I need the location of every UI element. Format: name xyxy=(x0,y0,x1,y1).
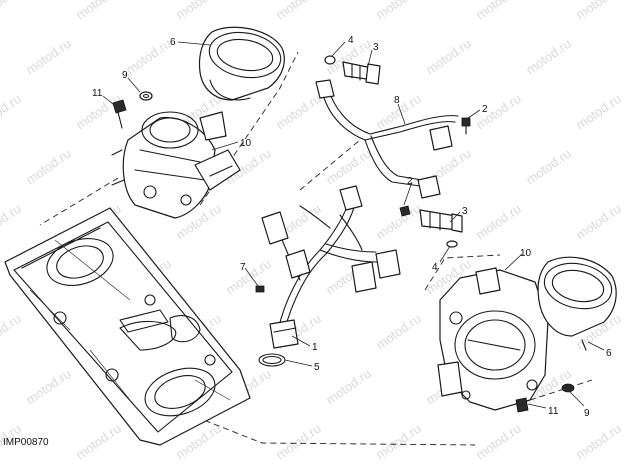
callout-2: 2 xyxy=(407,176,413,187)
callout-9: 9 xyxy=(584,408,590,419)
callout-9: 9 xyxy=(122,70,128,81)
callout-leader-lines xyxy=(102,41,605,409)
watermark: motod.ru xyxy=(73,0,124,22)
watermark: motod.ru xyxy=(223,256,274,298)
callout-4: 4 xyxy=(348,35,354,46)
wiring-harness xyxy=(261,185,401,349)
watermark: motod.ru xyxy=(573,201,624,243)
callout-3: 3 xyxy=(462,206,468,217)
watermark: motod.ru xyxy=(23,36,74,78)
watermark: motod.ru xyxy=(473,421,524,463)
injector-upper xyxy=(324,55,381,85)
watermark: motod.ru xyxy=(473,0,524,22)
watermark: motod.ru xyxy=(573,421,624,463)
watermark: motod.ru xyxy=(0,91,24,133)
watermark: motod.ru xyxy=(0,311,24,353)
callout-11: 11 xyxy=(92,88,103,99)
watermark: motod.ru xyxy=(23,146,74,188)
callout-7: 7 xyxy=(240,262,246,273)
watermark: motod.ru xyxy=(273,0,324,22)
washer-left xyxy=(139,91,153,101)
watermark: motod.ru xyxy=(373,421,424,463)
screw-small xyxy=(255,285,265,293)
callout-1: 1 xyxy=(312,342,318,353)
screw-upper xyxy=(461,117,471,135)
intake-funnel-left xyxy=(198,26,285,101)
watermark: motod.ru xyxy=(423,36,474,78)
callout-6: 6 xyxy=(606,348,612,359)
watermark: motod.ru xyxy=(373,0,424,22)
callout-5: 5 xyxy=(314,362,320,373)
screw-middle xyxy=(399,205,411,217)
cylinder-head-manifold xyxy=(4,207,251,446)
callout-2: 2 xyxy=(482,104,488,115)
watermark: motod.ru xyxy=(373,311,424,353)
callout-10: 10 xyxy=(240,138,252,149)
watermark: motod.ru xyxy=(323,146,374,188)
watermark: motod.ru xyxy=(0,201,24,243)
watermark: motod.ru xyxy=(473,91,524,133)
bolt-left xyxy=(112,99,127,129)
watermark: motod.ru xyxy=(473,201,524,243)
fuel-line-harness xyxy=(315,79,459,199)
watermark: motod.ru xyxy=(23,366,74,408)
watermark: motod.ru xyxy=(573,91,624,133)
watermark: motod.ru xyxy=(373,201,424,243)
callout-6: 6 xyxy=(170,37,176,48)
o-ring xyxy=(258,353,286,367)
callout-11: 11 xyxy=(548,406,559,417)
washer-right xyxy=(561,383,575,393)
watermark: motod.ru xyxy=(523,146,574,188)
throttle-body-left xyxy=(111,111,241,219)
watermark: motod.ru xyxy=(523,36,574,78)
callout-4: 4 xyxy=(432,262,438,273)
watermark: motod.ru xyxy=(73,421,124,463)
intake-funnel-right xyxy=(537,256,617,351)
watermark: motod.ru xyxy=(573,0,624,22)
watermark: motod.ru xyxy=(0,0,24,22)
injector-lower xyxy=(419,209,463,248)
assembly-guide-lines xyxy=(39,51,593,446)
watermark: motod.ru xyxy=(273,421,324,463)
watermark: motod.ru xyxy=(323,366,374,408)
watermark: motod.ru xyxy=(273,91,324,133)
callout-8: 8 xyxy=(394,95,400,106)
watermark: motod.ru xyxy=(173,0,224,22)
bolt-right xyxy=(515,397,529,413)
throttle-body-right xyxy=(437,267,549,411)
watermark: motod.ru xyxy=(123,36,174,78)
figure-code: IMP00870 xyxy=(3,437,49,448)
callout-10: 10 xyxy=(520,248,532,259)
callout-3: 3 xyxy=(373,42,379,53)
callout-labels: 6 9 11 10 4 3 8 2 2 3 4 7 1 5 10 6 9 11 xyxy=(92,35,612,419)
